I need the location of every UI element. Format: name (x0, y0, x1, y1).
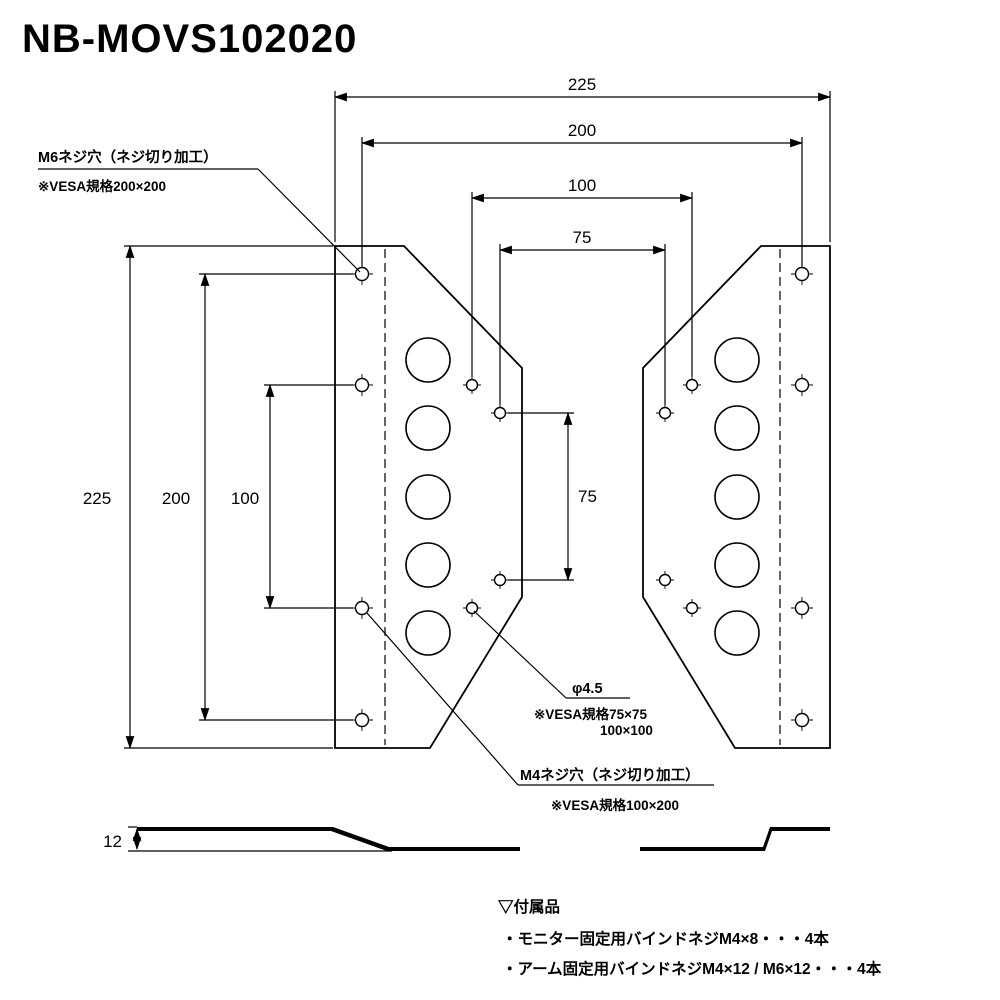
right-bracket-plate (642, 245, 831, 749)
dim-height-200: 200 (162, 489, 190, 508)
dim-width-225: 225 (568, 75, 596, 94)
accessories-list: ▽付属品 ・モニター固定用バインドネジM4×8・・・4本 ・アーム固定用バインド… (497, 897, 882, 978)
side-views (137, 827, 830, 851)
page-title: NB-MOVS102020 (22, 17, 357, 61)
accessories-item-2: ・アーム固定用バインドネジM4×12 / M6×12・・・4本 (502, 959, 882, 978)
left-large-holes (405, 337, 451, 656)
right-small-holes (656, 376, 701, 617)
m4-leader-line (366, 612, 519, 786)
m4-hole-label: M4ネジ穴（ネジ切り加工） (520, 766, 700, 784)
right-large-holes (714, 337, 760, 656)
dim-width-100: 100 (568, 176, 596, 195)
m6-leader-line (257, 168, 361, 273)
m6-hole-label: M6ネジ穴（ネジ切り加工） (38, 148, 218, 166)
accessories-item-1: ・モニター固定用バインドネジM4×8・・・4本 (502, 929, 829, 948)
dim-thickness-12: 12 (103, 832, 122, 851)
dim-height-100: 100 (231, 489, 259, 508)
extension-lines (124, 91, 831, 852)
left-small-holes (463, 376, 509, 617)
dimension-lines (125, 92, 832, 851)
dia-label: φ4.5 (572, 681, 603, 697)
right-side-profile (640, 827, 830, 851)
dimension-labels: 225 200 100 75 225 200 100 75 12 (83, 75, 597, 851)
dim-height-75: 75 (578, 487, 597, 506)
left-flange-holes (351, 263, 373, 731)
m4-vesa-label: ※VESA規格100×200 (551, 797, 679, 813)
dim-width-75: 75 (573, 228, 592, 247)
accessories-header: ▽付属品 (497, 897, 560, 916)
dim-width-200: 200 (568, 121, 596, 140)
dia-vesa-label-1: ※VESA規格75×75 (534, 706, 647, 722)
dia-vesa-label-2: 100×100 (600, 723, 653, 738)
dim-height-225: 225 (83, 489, 111, 508)
m6-vesa-label: ※VESA規格200×200 (38, 178, 166, 194)
left-bracket-plate (334, 245, 523, 749)
right-flange-holes (791, 263, 813, 731)
left-side-profile (137, 827, 520, 851)
dia-leader-line (473, 610, 567, 699)
callouts: M6ネジ穴（ネジ切り加工） ※VESA規格200×200 φ4.5 ※VESA規… (38, 148, 714, 813)
